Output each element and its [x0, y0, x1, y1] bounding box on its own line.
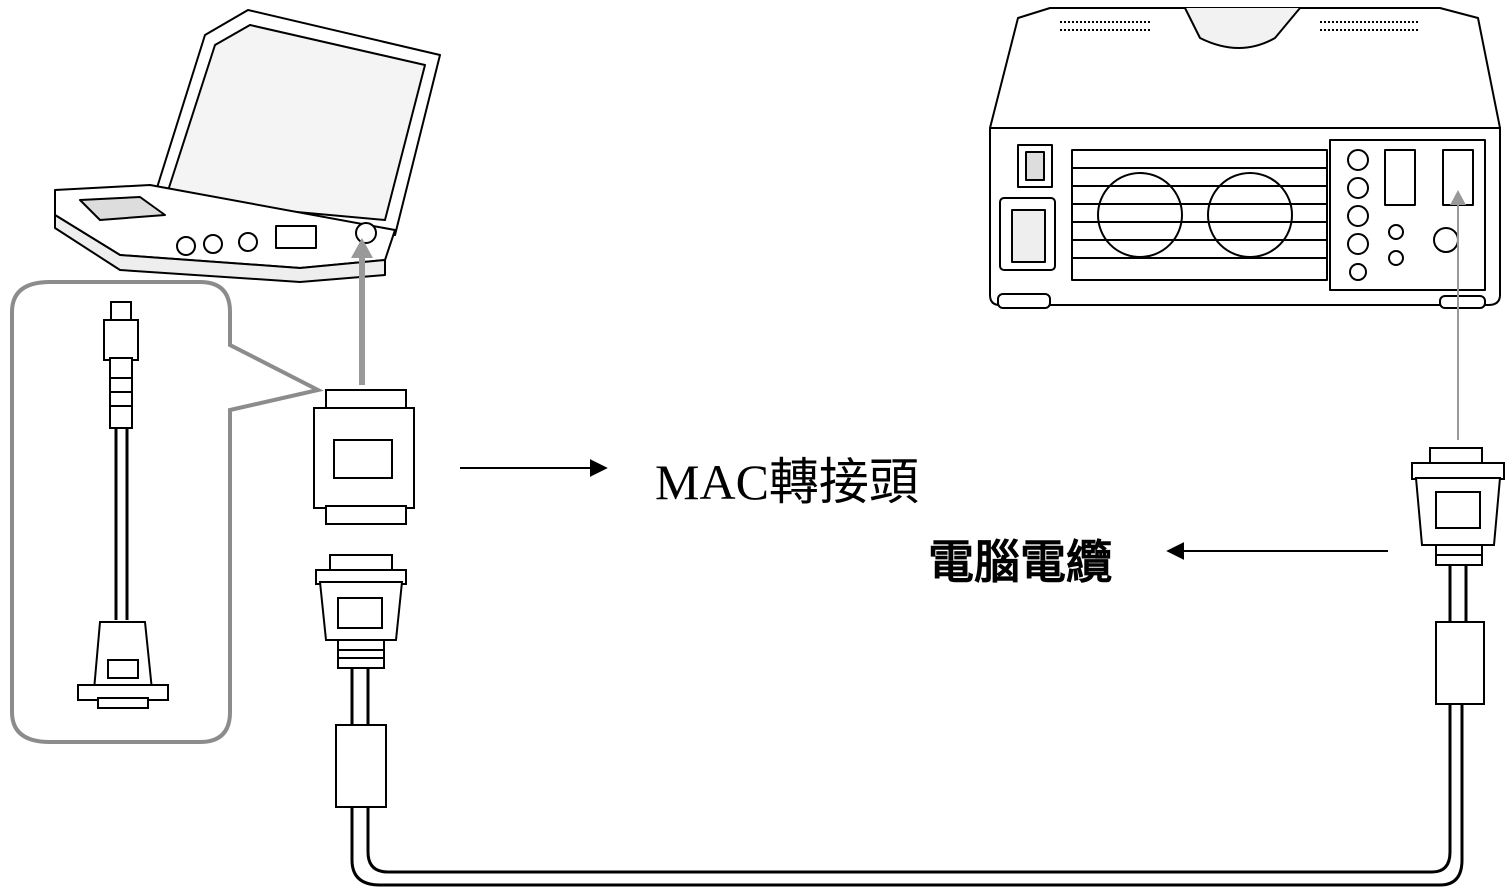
cable-connector-right	[1411, 447, 1505, 705]
laptop-icon	[54, 9, 441, 283]
projector-port-arrow	[1450, 190, 1466, 440]
laptop-port-arrow	[351, 238, 373, 385]
projector-icon	[989, 7, 1501, 309]
cable-connector-left	[315, 554, 407, 808]
computer-cable-line	[350, 704, 1464, 887]
computer-cable-label: 電腦電纜	[928, 535, 1112, 589]
mac-adapter-label: MAC轉接頭	[655, 454, 919, 510]
mac-adapter-icon	[313, 389, 415, 525]
mac-adapter-callout	[10, 280, 324, 744]
